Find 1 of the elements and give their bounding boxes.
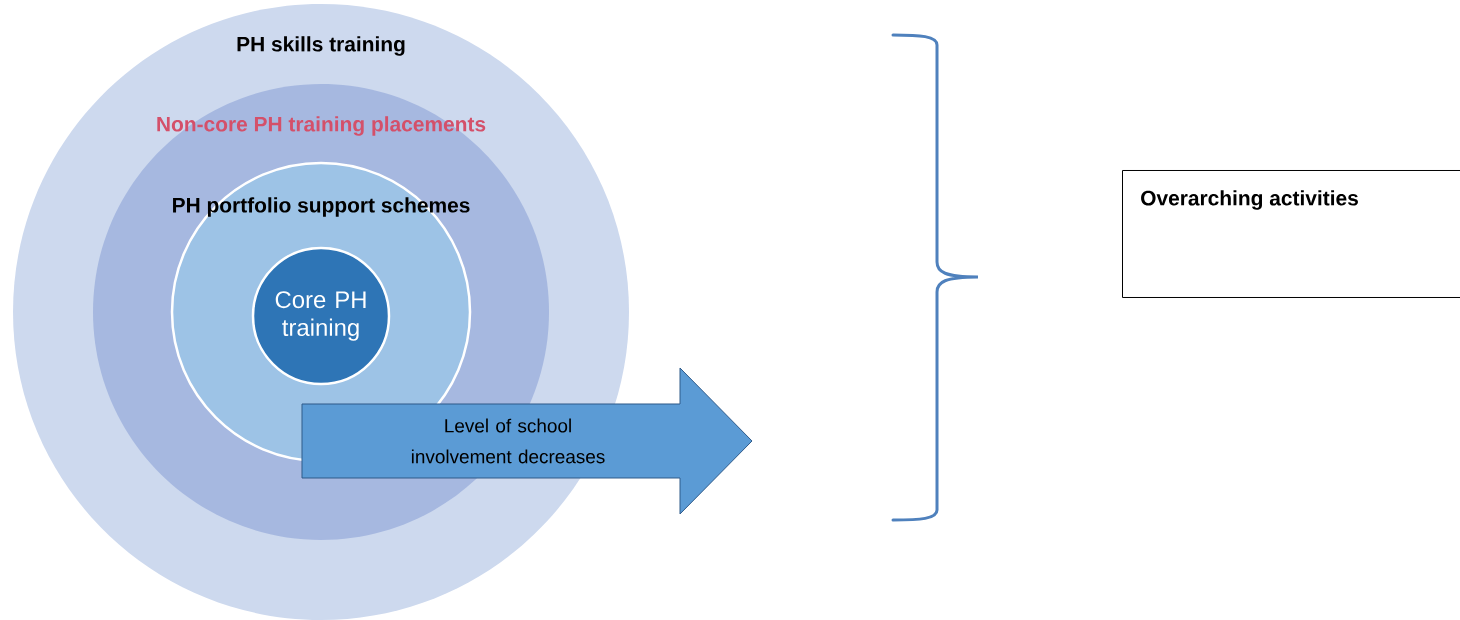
text-box: Overarching activities xyxy=(1122,170,1460,298)
